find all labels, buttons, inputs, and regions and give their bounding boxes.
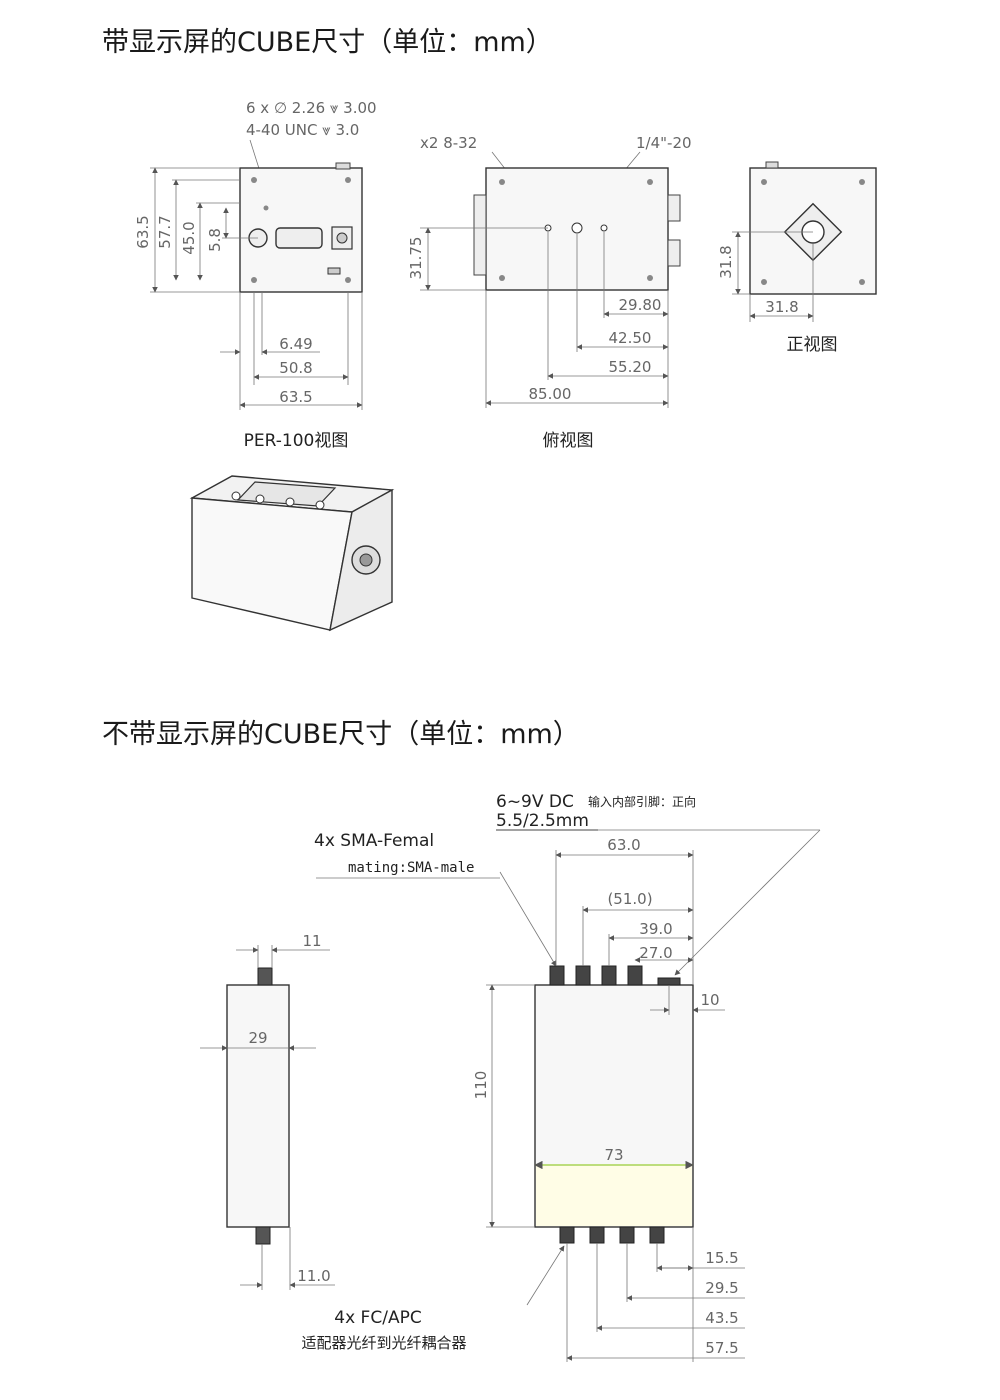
rear-dim-h4: 5.8 [206,228,224,252]
rear-note-line2: 4-40 UNC ⩔ 3.0 [246,121,359,139]
main-dim-right: 10 [700,991,719,1009]
fc-connector-icon [589,1226,605,1244]
sma-connector-icon [575,965,591,986]
main-dim-b4: 57.5 [705,1339,738,1357]
side-dim-width: 29 [248,1029,267,1047]
power-label: 6~9V DC [496,792,574,812]
rear-dim-h3: 45.0 [180,221,198,254]
rear-caption: PER-100视图 [244,431,349,451]
power-note: 输入内部引脚：正向 [588,794,696,809]
hole-icon [571,222,583,234]
screw-icon [345,277,351,283]
top-label-right: 1/4"-20 [636,134,692,152]
rear-dim-h2: 57.7 [156,215,174,248]
dc-jack-icon [657,977,681,986]
main-dim-top1: 63.0 [607,836,640,854]
main-view: 6~9V DC 输入内部引脚：正向 5.5/2.5mm 4x SMA-Femal… [301,792,821,1362]
screw-icon [251,277,257,283]
side-view: 11 29 11.0 [200,932,335,1290]
main-dim-b2: 29.5 [705,1279,738,1297]
section2-title: 不带显示屏的CUBE尺寸（单位：mm） [102,719,580,750]
hole-icon [600,224,608,232]
sma-connector-icon [627,965,643,986]
sma-label: 4x SMA-Femal [314,831,434,851]
top-view: x2 8-32 1/4"-20 31.75 29.80 42.50 55.20 … [407,134,692,451]
sma-connector-icon [601,965,617,986]
top-dim-w3: 55.20 [609,358,652,376]
main-dim-height: 110 [472,1071,490,1100]
sma-connector-icon [549,965,565,986]
rear-dim-h1: 63.5 [134,215,152,248]
rear-view: 6 x ∅ 2.26 ⩔ 3.00 4-40 UNC ⩔ 3.0 63.5 57… [134,99,377,451]
front-dim-w: 31.8 [765,298,798,316]
front-view: 31.8 31.8 正视图 [717,161,877,355]
power-spec: 5.5/2.5mm [496,811,589,831]
usb-port-icon [327,267,341,275]
side-dim-top: 11 [302,932,321,950]
main-dim-top2: (51.0) [607,890,652,908]
side-dim-bottom: 11.0 [297,1267,330,1285]
fc-note: 适配器光纤到光纤耦合器 [301,1334,466,1352]
top-caption: 俯视图 [543,431,594,451]
top-dim-h: 31.75 [407,237,425,280]
fc-connector-icon [255,1226,271,1245]
fc-label: 4x FC/APC [334,1308,421,1328]
front-caption: 正视图 [787,335,838,355]
main-dim-b3: 43.5 [705,1309,738,1327]
fc-connector-icon [619,1226,635,1244]
rear-dim-w3: 63.5 [279,388,312,406]
side-body [226,984,290,1228]
rear-dim-w2: 50.8 [279,359,312,377]
sma-connector-icon [257,967,273,986]
fc-connector-icon [649,1226,665,1244]
fc-connector-icon [559,1226,575,1244]
section1-title: 带显示屏的CUBE尺寸（单位：mm） [102,27,553,58]
top-dim-w4: 85.00 [529,385,572,403]
screw-icon [345,177,351,183]
top-dim-w2: 42.50 [609,329,652,347]
main-dim-top3: 39.0 [639,920,672,938]
isometric-view [189,475,395,632]
main-dim-top4: 27.0 [639,944,672,962]
sma-mating: mating:SMA-male [348,860,474,876]
top-dim-w1: 29.80 [619,296,662,314]
screw-icon [251,177,257,183]
main-dim-width: 73 [604,1146,623,1164]
db9-connector-icon [275,227,323,249]
front-dim-h: 31.8 [717,245,735,278]
rear-dim-w1: 6.49 [279,335,312,353]
rear-note-line1: 6 x ∅ 2.26 ⩔ 3.00 [246,99,377,117]
top-label-left: x2 8-32 [420,134,477,152]
main-dim-b1: 15.5 [705,1249,738,1267]
